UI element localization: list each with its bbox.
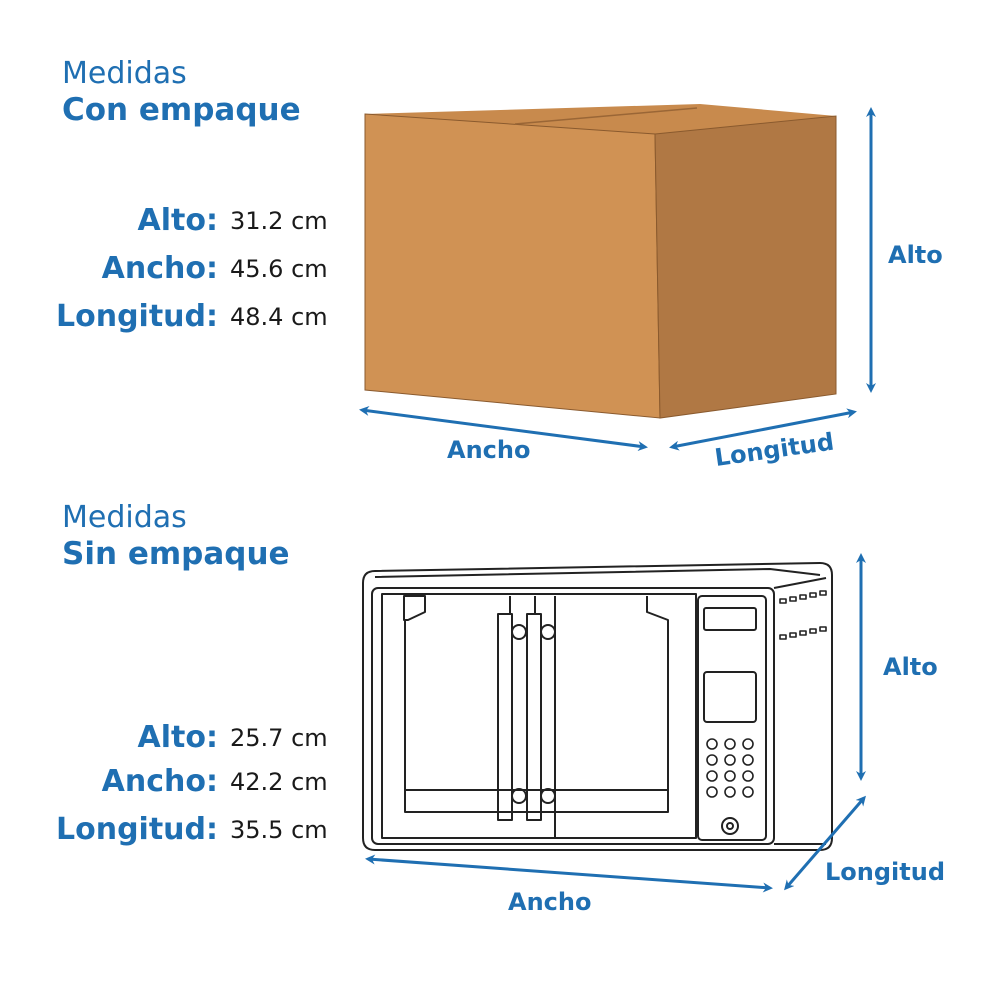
microwave-control-panel bbox=[697, 595, 767, 841]
box-front-face bbox=[364, 113, 661, 419]
packaged-height-arrow-label: Alto bbox=[888, 241, 943, 269]
packaged-heading-bold: Con empaque bbox=[62, 92, 301, 128]
packaged-height-value: 31.2 cm bbox=[230, 207, 328, 235]
unpacked-heading-light: Medidas bbox=[62, 500, 187, 535]
unpacked-length-value: 35.5 cm bbox=[230, 816, 328, 844]
microwave-clock-display bbox=[703, 607, 757, 631]
unpacked-length-row: Longitud: 35.5 cm bbox=[0, 812, 360, 862]
unpacked-length-label: Longitud: bbox=[55, 812, 218, 847]
packaged-height-label: Alto: bbox=[137, 203, 218, 238]
packaged-width-label: Ancho: bbox=[101, 251, 218, 286]
packaged-width-arrow-label: Ancho bbox=[447, 436, 530, 464]
microwave-handle-left bbox=[497, 613, 513, 821]
box-illustration: Alto Ancho Longitud bbox=[359, 104, 943, 472]
unpacked-length-arrow bbox=[784, 795, 866, 891]
microwave-door bbox=[381, 593, 697, 839]
packaged-length-label: Longitud: bbox=[55, 299, 218, 334]
cardboard-box-icon bbox=[364, 104, 837, 419]
packaged-height-row: Alto: 31.2 cm bbox=[0, 203, 360, 253]
microwave-keypad bbox=[706, 738, 754, 798]
microwave-vents bbox=[779, 590, 827, 640]
box-tape-line bbox=[514, 107, 698, 125]
microwave-illustration: Alto Ancho Longitud bbox=[362, 553, 945, 916]
unpacked-width-row: Ancho: 42.2 cm bbox=[0, 764, 360, 814]
unpacked-length-arrow-label: Longitud bbox=[825, 858, 945, 886]
microwave-front-panel bbox=[371, 587, 775, 845]
packaged-width-value: 45.6 cm bbox=[230, 255, 328, 283]
packaged-heading-light: Medidas bbox=[62, 56, 187, 91]
unpacked-height-label: Alto: bbox=[137, 720, 218, 755]
unpacked-height-value: 25.7 cm bbox=[230, 724, 328, 752]
packaged-length-arrow bbox=[669, 408, 857, 451]
unpacked-width-arrow bbox=[365, 854, 773, 893]
microwave-outer-shell bbox=[362, 562, 833, 851]
box-top-face bbox=[365, 104, 836, 134]
packaged-section: Medidas Con empaque Alto: 31.2 cm Ancho:… bbox=[0, 56, 943, 472]
unpacked-width-arrow-label: Ancho bbox=[508, 888, 591, 916]
unpacked-width-label: Ancho: bbox=[101, 764, 218, 799]
microwave-start-knob bbox=[721, 817, 739, 835]
microwave-screen bbox=[703, 671, 757, 723]
unpacked-height-row: Alto: 25.7 cm bbox=[0, 720, 360, 770]
box-side-face bbox=[654, 115, 837, 419]
unpacked-section: Medidas Sin empaque Alto: 25.7 cm Ancho:… bbox=[0, 500, 1000, 1000]
packaged-length-value: 48.4 cm bbox=[230, 303, 328, 331]
microwave-glass-left bbox=[403, 595, 426, 621]
microwave-top-line bbox=[374, 568, 821, 578]
unpacked-width-value: 42.2 cm bbox=[230, 768, 328, 796]
packaged-width-arrow bbox=[359, 405, 648, 452]
packaged-width-row: Ancho: 45.6 cm bbox=[0, 251, 360, 301]
unpacked-height-arrow-label: Alto bbox=[883, 653, 938, 681]
packaged-length-row: Longitud: 48.4 cm bbox=[0, 299, 360, 349]
microwave-oven-icon bbox=[362, 562, 833, 851]
unpacked-heading-bold: Sin empaque bbox=[62, 536, 290, 572]
